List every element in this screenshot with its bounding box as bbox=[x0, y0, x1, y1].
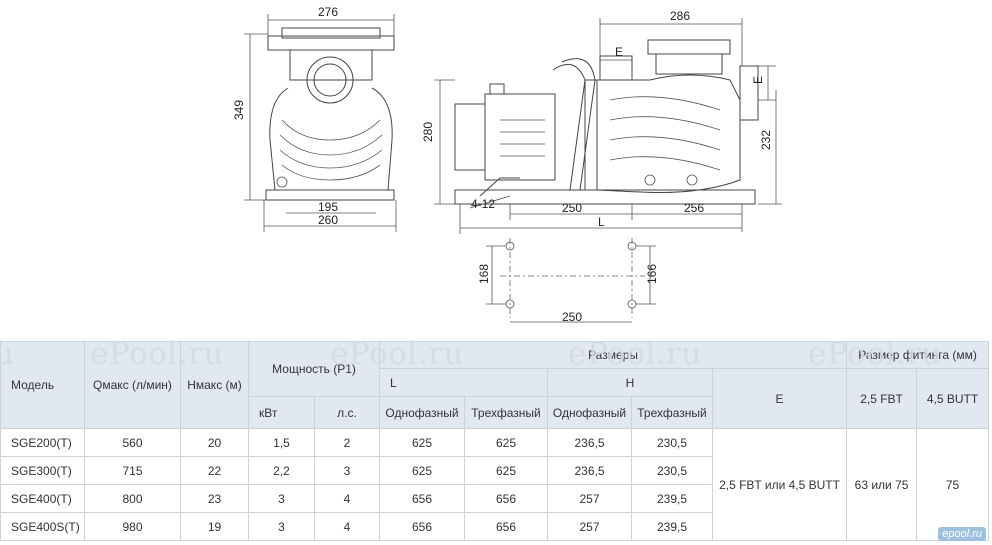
header-hp: л.с. bbox=[313, 396, 381, 429]
cell-hmax: 23 bbox=[180, 484, 249, 513]
cell-h3: 230,5 bbox=[631, 456, 714, 485]
front-view: 276 349 195 260 bbox=[232, 5, 397, 232]
cell-l1: 656 bbox=[379, 512, 466, 541]
cell-model: SGE400(T) bbox=[0, 484, 85, 513]
cell-model: SGE400S(T) bbox=[0, 512, 85, 541]
header-l1: Однофазный bbox=[379, 396, 466, 429]
dim-side-250: 250 bbox=[562, 201, 582, 215]
dim-side-E-side: E bbox=[751, 76, 765, 84]
cell-h3: 239,5 bbox=[631, 484, 714, 513]
cell-hp: 4 bbox=[313, 512, 381, 541]
cell-kw: 2,2 bbox=[248, 456, 315, 485]
cell-l3: 656 bbox=[464, 512, 549, 541]
header-hmax: Hмакс (м) bbox=[180, 341, 249, 429]
cell-l1: 656 bbox=[379, 484, 466, 513]
dim-side-232: 232 bbox=[759, 130, 773, 150]
cell-e-merged: 2,5 FBT или 4,5 BUTT bbox=[712, 428, 848, 541]
header-dimensions: Размеры bbox=[379, 341, 848, 369]
header-l3: Трехфазный bbox=[464, 396, 549, 429]
cell-kw: 1,5 bbox=[248, 428, 315, 457]
cell-butt-merged: 75 bbox=[916, 428, 990, 541]
header-power: Мощность (P1) bbox=[247, 341, 381, 397]
cell-l3: 625 bbox=[464, 428, 549, 457]
cell-l3: 625 bbox=[464, 456, 549, 485]
cell-kw: 3 bbox=[248, 484, 315, 513]
header-h1: Однофазный bbox=[547, 396, 633, 429]
header-fitting: Размер фитинга (мм) bbox=[846, 341, 990, 369]
header-L: L bbox=[379, 368, 549, 397]
dim-base-250: 250 bbox=[562, 310, 582, 324]
cell-qmax: 980 bbox=[84, 512, 181, 541]
cell-h3: 239,5 bbox=[631, 512, 714, 541]
cell-l3: 656 bbox=[464, 484, 549, 513]
header-kw: кВт bbox=[248, 396, 315, 429]
cell-fbt-merged: 63 или 75 bbox=[846, 428, 918, 541]
base-view: 168 166 250 bbox=[477, 238, 659, 324]
cell-qmax: 800 bbox=[84, 484, 181, 513]
table-row: SGE300(T) 715 22 2,2 3 625 625 236,5 230… bbox=[0, 456, 989, 485]
cell-qmax: 715 bbox=[84, 456, 181, 485]
dim-side-286: 286 bbox=[670, 9, 690, 23]
dim-base-168: 168 bbox=[477, 264, 491, 284]
side-view: 286 E E 280 232 4-12 250 256 L bbox=[421, 9, 782, 234]
dim-side-bolts: 4-12 bbox=[471, 197, 495, 211]
cell-h3: 230,5 bbox=[631, 428, 714, 457]
header-h3: Трехфазный bbox=[631, 396, 714, 429]
dim-side-L: L bbox=[598, 215, 605, 229]
dim-side-280: 280 bbox=[421, 122, 435, 142]
header-fbt: 2,5 FBT bbox=[846, 368, 918, 429]
technical-drawing: 276 349 195 260 bbox=[232, 5, 782, 324]
table-row: SGE400S(T) 980 19 3 4 656 656 257 239,5 bbox=[0, 512, 989, 541]
cell-hp: 2 bbox=[313, 428, 381, 457]
cell-h1: 257 bbox=[547, 484, 633, 513]
cell-hp: 3 bbox=[313, 456, 381, 485]
cell-h1: 236,5 bbox=[547, 428, 633, 457]
dim-base-166: 166 bbox=[645, 264, 659, 284]
header-H: H bbox=[547, 368, 714, 397]
header-butt: 4,5 BUTT bbox=[916, 368, 990, 429]
cell-h1: 236,5 bbox=[547, 456, 633, 485]
dim-front-195: 195 bbox=[318, 200, 338, 214]
dim-front-276: 276 bbox=[318, 5, 338, 19]
dim-front-349: 349 bbox=[232, 100, 246, 120]
cell-kw: 3 bbox=[248, 512, 315, 541]
header-E: E bbox=[712, 368, 848, 429]
cell-hp: 4 bbox=[313, 484, 381, 513]
dim-side-256: 256 bbox=[684, 201, 704, 215]
dim-front-260: 260 bbox=[318, 213, 338, 227]
corner-logo: epool.ru bbox=[938, 527, 986, 541]
header-model: Модель bbox=[0, 341, 85, 429]
cell-hmax: 20 bbox=[180, 428, 249, 457]
cell-qmax: 560 bbox=[84, 428, 181, 457]
cell-hmax: 19 bbox=[180, 512, 249, 541]
cell-model: SGE200(T) bbox=[0, 428, 85, 457]
cell-model: SGE300(T) bbox=[0, 456, 85, 485]
header-qmax: Qмакс (л/мин) bbox=[84, 341, 181, 429]
specs-table: Модель Qмакс (л/мин) Hмакс (м) Мощность … bbox=[0, 341, 990, 541]
cell-h1: 257 bbox=[547, 512, 633, 541]
cell-hmax: 22 bbox=[180, 456, 249, 485]
cell-l1: 625 bbox=[379, 428, 466, 457]
dim-side-E-top: E bbox=[615, 45, 623, 59]
table-row: SGE200(T) 560 20 1,5 2 625 625 236,5 230… bbox=[0, 428, 990, 541]
cell-l1: 625 bbox=[379, 456, 466, 485]
